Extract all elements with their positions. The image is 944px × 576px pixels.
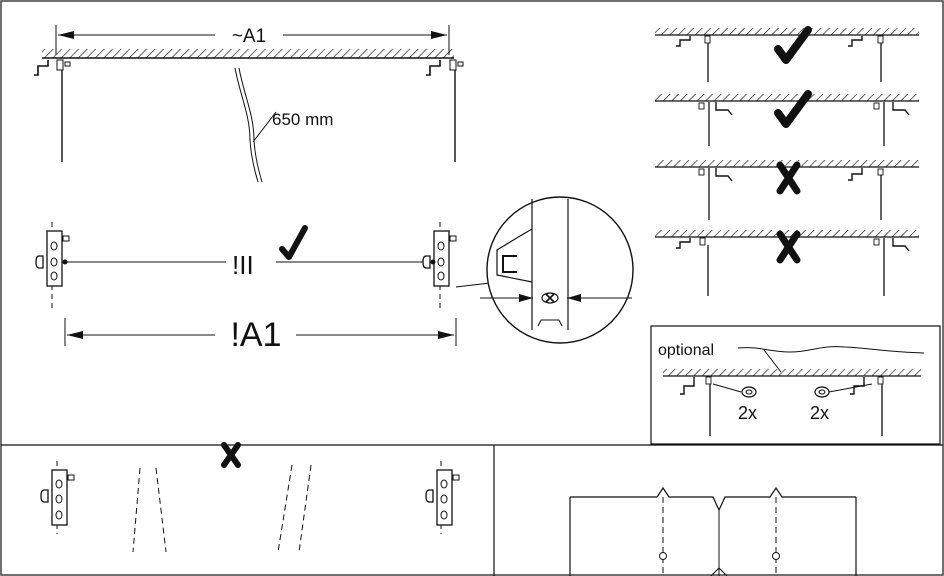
ceiling-hatch xyxy=(42,49,454,58)
cable-leader-line xyxy=(252,111,277,143)
bottom-left-panel xyxy=(40,442,460,553)
orientation-panel xyxy=(655,26,919,296)
right-ceiling-bracket xyxy=(426,59,464,162)
parallel-label: !II xyxy=(232,250,254,280)
dimension-label-a1: ~A1 xyxy=(232,26,266,47)
optional-right-grommet-hole xyxy=(818,389,826,395)
right-rail-end xyxy=(422,222,491,310)
row-3-cross-mark xyxy=(776,161,801,195)
middle-panel: !II !A1 xyxy=(35,196,634,354)
panel-bottom-notch xyxy=(710,567,728,576)
left-ceiling-bracket xyxy=(34,59,71,162)
row-1-check-mark xyxy=(774,26,812,64)
converging-line-2 xyxy=(298,464,312,553)
non-parallel-cross-mark xyxy=(221,442,241,468)
panel-top-edge xyxy=(570,486,856,512)
power-cable xyxy=(234,67,277,183)
dim2-arrow-right xyxy=(438,331,454,339)
dim2-arrow-left xyxy=(67,331,83,339)
optional-right-grommet xyxy=(814,386,830,398)
optional-panel: optional 2x 2x xyxy=(658,342,925,436)
optional-wire-left xyxy=(712,383,742,393)
top-panel: ~A1 650 mm xyxy=(34,25,464,183)
optional-left-count: 2x xyxy=(738,403,757,423)
bottom-right-panel xyxy=(569,486,857,576)
orientation-row-3 xyxy=(655,160,919,220)
optional-right-bracket xyxy=(850,377,865,395)
dim-arrow-right xyxy=(431,31,447,39)
left-rail-end xyxy=(35,222,70,310)
optional-left-clip xyxy=(705,376,712,385)
orientation-row-4 xyxy=(655,230,919,296)
diverging-line-1 xyxy=(132,467,141,553)
optional-panel-frame xyxy=(650,325,941,445)
row-4-cross-mark xyxy=(776,230,801,264)
panel-screw-2 xyxy=(772,552,780,560)
detail-magnifier xyxy=(480,196,634,344)
optional-left-grommet-hole xyxy=(745,389,753,395)
dim-arrow-left xyxy=(58,31,74,39)
parallel-check-mark xyxy=(279,225,308,260)
converging-line-1 xyxy=(277,464,293,553)
optional-right-clip xyxy=(877,376,884,385)
diverging-line-2 xyxy=(155,467,167,553)
cable-length-label: 650 mm xyxy=(272,110,333,129)
bottom-right-rail-end xyxy=(425,461,460,534)
dimension-label-a1-exact: !A1 xyxy=(230,316,281,354)
optional-leader xyxy=(763,349,782,373)
bottom-left-rail-end xyxy=(40,461,75,534)
row-2-check-mark xyxy=(774,90,812,128)
optional-ceiling-hatch xyxy=(663,369,921,376)
optional-cable xyxy=(737,346,925,354)
optional-left-grommet xyxy=(741,386,757,398)
panel-screw-1 xyxy=(659,552,667,560)
orientation-row-2 xyxy=(655,90,919,146)
orientation-row-1 xyxy=(655,26,919,82)
optional-label: optional xyxy=(658,342,714,359)
optional-wire-right xyxy=(828,383,873,393)
optional-right-count: 2x xyxy=(810,403,829,423)
optional-left-bracket xyxy=(680,377,695,395)
